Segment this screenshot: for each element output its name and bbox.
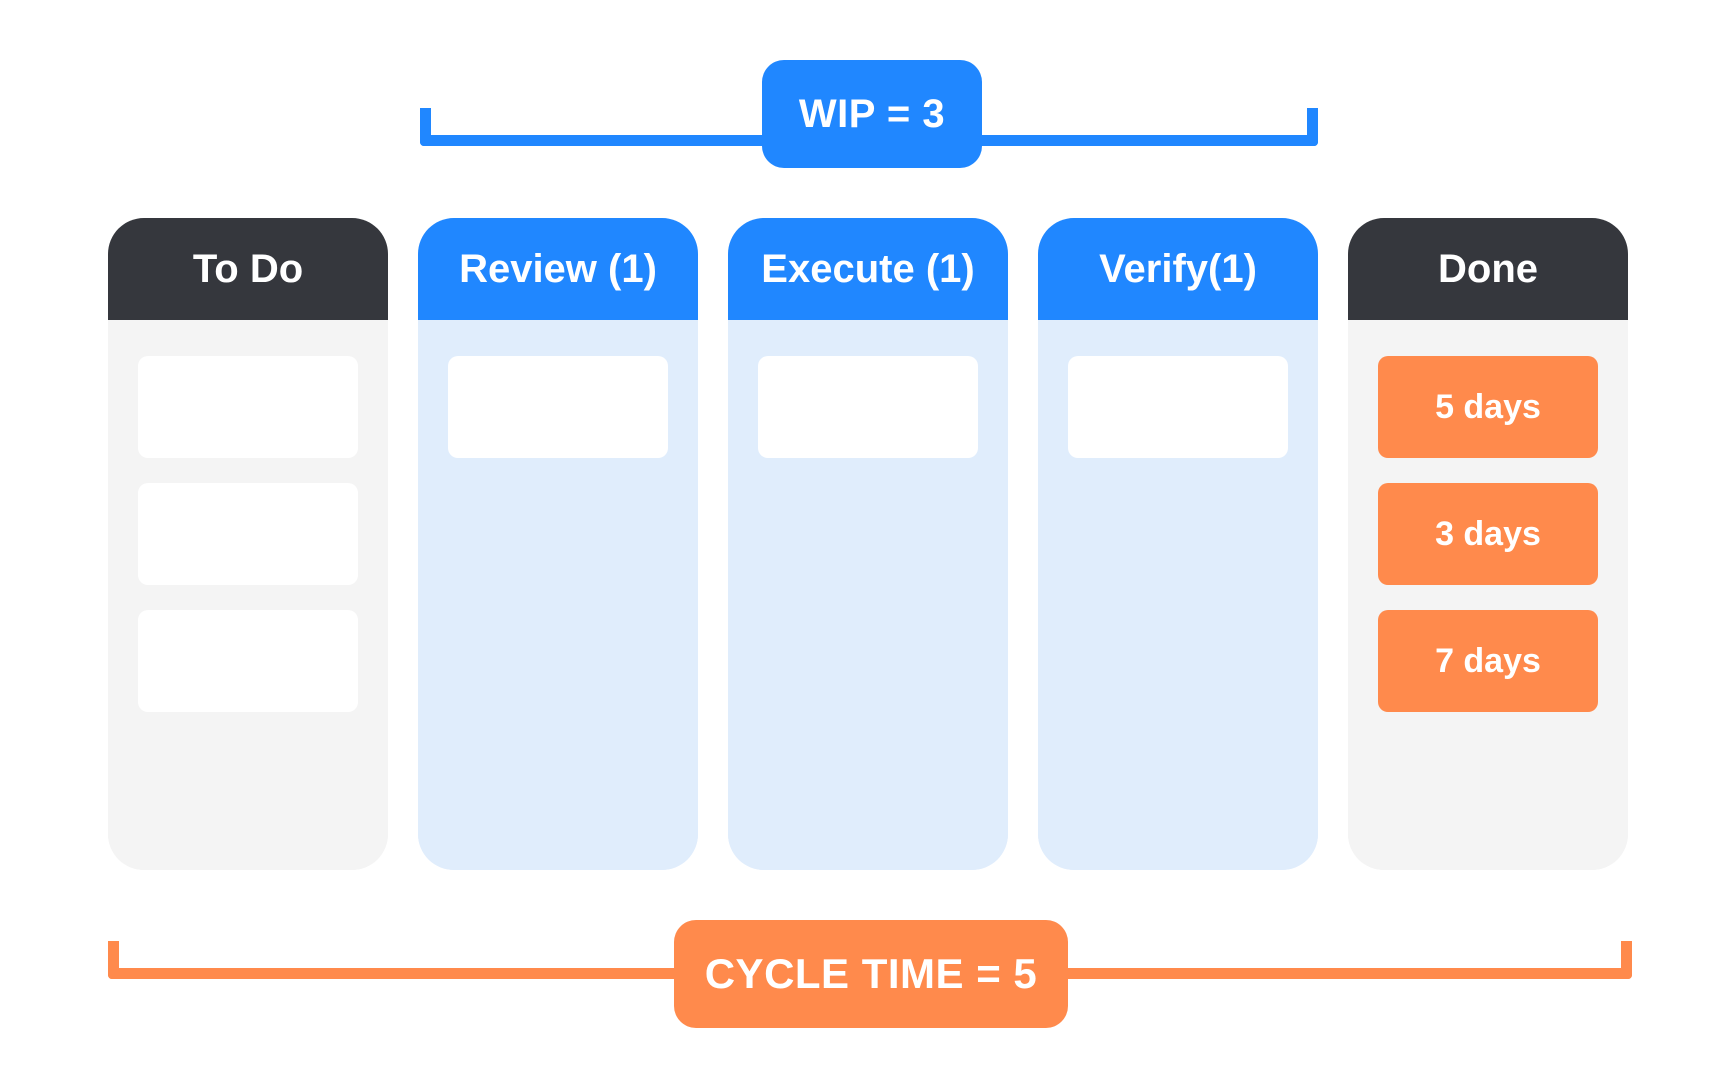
column-to-do: To Do — [108, 218, 388, 870]
column-execute: Execute (1) — [728, 218, 1008, 870]
duration-card: 3 days — [1378, 483, 1598, 585]
duration-card: 7 days — [1378, 610, 1598, 712]
column-header: Review (1) — [418, 218, 698, 320]
column-header: To Do — [108, 218, 388, 320]
column-verify: Verify(1) — [1038, 218, 1318, 870]
cycle-time-label: CYCLE TIME = 5 — [674, 920, 1068, 1028]
task-card — [138, 356, 358, 458]
column-body — [418, 320, 698, 870]
column-body: 5 days 3 days 7 days — [1348, 320, 1628, 870]
task-card — [758, 356, 978, 458]
column-header: Verify(1) — [1038, 218, 1318, 320]
column-header: Execute (1) — [728, 218, 1008, 320]
task-card — [138, 483, 358, 585]
task-card — [138, 610, 358, 712]
column-body — [108, 320, 388, 870]
task-card — [1068, 356, 1288, 458]
wip-label: WIP = 3 — [762, 60, 982, 168]
column-body — [728, 320, 1008, 870]
column-body — [1038, 320, 1318, 870]
task-card — [448, 356, 668, 458]
column-header: Done — [1348, 218, 1628, 320]
duration-card: 5 days — [1378, 356, 1598, 458]
column-done: Done 5 days 3 days 7 days — [1348, 218, 1628, 870]
column-review: Review (1) — [418, 218, 698, 870]
